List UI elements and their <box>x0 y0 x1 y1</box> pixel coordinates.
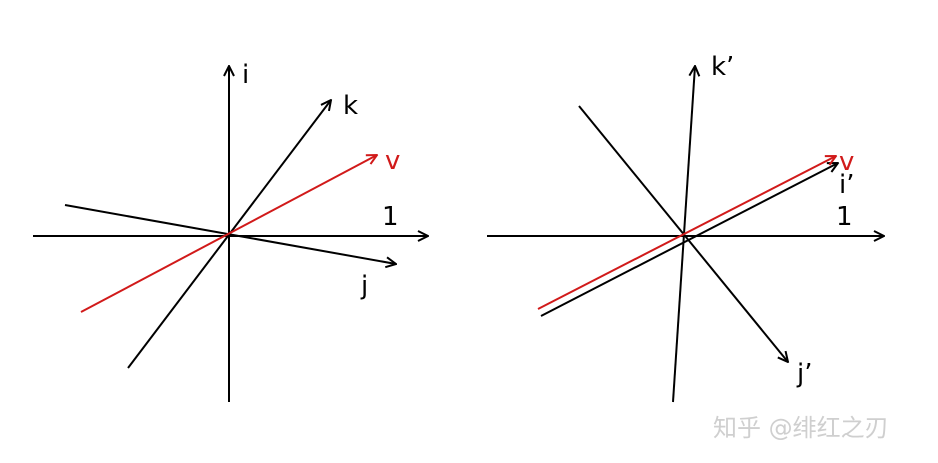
left-axis-j <box>64 204 396 264</box>
left-vector-v <box>80 155 377 313</box>
right-diagram: k’ v i’ 1 j’ <box>487 52 884 403</box>
left-label-one: 1 <box>382 202 399 232</box>
right-vector-v <box>537 156 836 310</box>
left-label-j: j <box>360 271 368 301</box>
right-label-k-prime: k’ <box>711 52 734 82</box>
left-label-i: i <box>242 60 249 90</box>
left-label-k: k <box>343 91 358 121</box>
right-label-v: v <box>839 147 854 177</box>
right-axis-i-prime <box>540 163 838 317</box>
watermark-text: 知乎 @绯红之刃 <box>713 414 889 442</box>
left-label-v: v <box>385 146 400 176</box>
left-diagram: i k v 1 j <box>33 60 428 402</box>
right-label-one: 1 <box>836 202 853 232</box>
right-label-i-prime: i’ <box>839 170 855 200</box>
right-label-j-prime: j’ <box>796 359 813 389</box>
